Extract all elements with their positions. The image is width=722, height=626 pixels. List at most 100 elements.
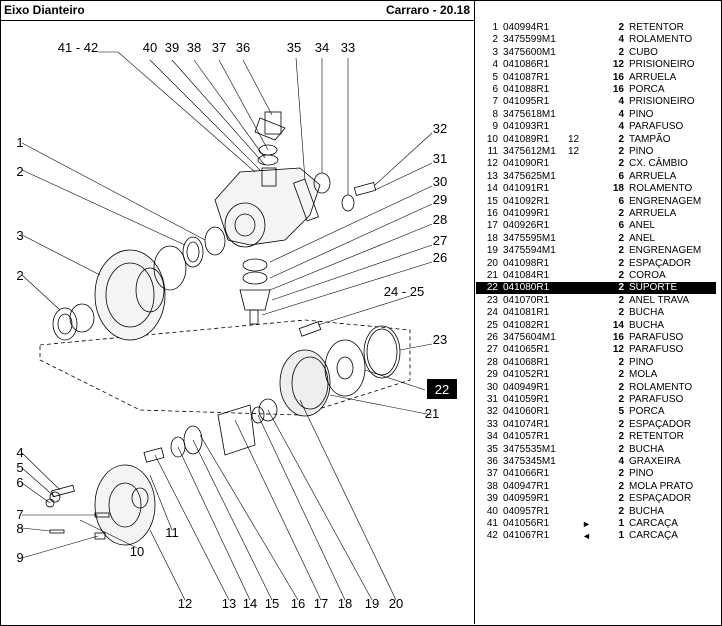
pin-8 [49,529,65,534]
part-desc: CARCAÇA [629,518,678,529]
callout-number: 2 [16,268,23,283]
part-index: 19 [486,245,498,257]
part-desc: ESPAÇADOR [629,418,692,430]
part-qty: 2 [618,493,624,505]
part-desc: RETENTOR [629,22,684,33]
callout-number: 39 [165,40,179,55]
part-qty: 2 [618,431,624,443]
header-bar: Eixo Dianteiro Carraro - 20.18 [0,0,474,21]
part-qty: 4 [618,108,624,120]
planet-carrier-part [94,464,156,546]
part-desc: MOLA PRATO [629,480,694,492]
part-code: 041098R1 [503,257,550,269]
part-qty: 18 [612,183,624,195]
bearing-30 [242,271,268,285]
part-code: 040957R1 [503,505,550,517]
part-index: 27 [486,344,498,356]
part-arrow-icon: ◄ [582,531,591,542]
exploded-view-diagram: 22 41 - 42403938373635343332313029282726… [16,40,457,611]
part-desc: PINO [629,108,654,120]
part-index: 18 [486,232,498,244]
part-qty: 1 [618,518,624,529]
part-index: 9 [492,121,498,133]
part-code: 3475594M1 [503,245,556,257]
part-row: 31 041059R1 2 PARAFUSO [476,394,716,406]
part-index: 1 [492,22,498,33]
part-code: 041059R1 [503,394,550,405]
part-qty: 2 [618,480,624,492]
part-index: 31 [486,394,498,405]
part-index: 24 [486,307,498,319]
part-qty: 2 [618,307,624,319]
part-qty: 2 [618,443,624,455]
assembly-dashed-frame [39,319,411,416]
part-code: 041066R1 [503,468,550,480]
model-label: Carraro - 20.18 [385,3,470,17]
part-qty: 2 [618,46,624,58]
callout-number: 26 [433,250,447,265]
part-code: 041067R1 [503,530,550,542]
part-qty: 14 [612,319,624,331]
callout-number: 27 [433,233,447,248]
part-qty: 2 [618,468,624,480]
part-desc: PARAFUSO [629,394,684,405]
part-code: 041090R1 [503,158,550,170]
part-desc: CARCAÇA [629,530,678,542]
part-index: 4 [492,59,498,71]
part-index: 10 [486,133,498,145]
callout-number: 16 [291,596,305,611]
callout-number: 15 [265,596,279,611]
part-index: 13 [486,170,498,182]
highlight-callout-label: 22 [435,382,449,397]
part-code: 041056R1 [503,518,550,529]
part-desc: BUCHA [629,443,665,455]
part-desc: ANEL [629,220,656,232]
part-desc: PINO [629,146,654,157]
part-code: 041086R1 [503,59,550,71]
part-index: 12 [486,158,498,170]
bearing-2b [52,307,78,341]
part-code: 041095R1 [503,96,550,108]
callout-number: 21 [425,406,439,421]
part-qty: 1 [618,530,624,542]
part-desc: TAMPÃO [629,133,671,145]
callout-number: 2 [16,164,23,179]
stud-4 [51,484,75,498]
callout-number: 14 [243,596,257,611]
part-qty: 5 [618,406,624,418]
part-desc: ARRUELA [629,170,677,182]
part-qty: 12 [612,344,624,356]
washer-5 [49,491,61,503]
part-qty: 2 [618,394,624,405]
bolt-31 [353,182,377,196]
part-qty: 6 [618,170,624,182]
callout-number: 18 [338,596,352,611]
callout-number: 12 [178,596,192,611]
part-index: 33 [486,418,498,430]
part-qty: 2 [618,381,624,393]
part-sub-qty: 12 [568,146,580,157]
callout-number: 31 [433,151,447,166]
part-index: 30 [486,381,498,393]
callout-number: 34 [315,40,329,55]
callout-number: 29 [433,192,447,207]
part-index: 25 [486,319,498,331]
part-index: 6 [492,84,498,95]
part-qty: 2 [618,208,624,219]
part-desc: BUCHA [629,505,665,517]
part-code: 040947R1 [503,480,550,492]
part-desc: PARAFUSO [629,344,684,356]
spring-29 [242,258,268,272]
callout-number: 32 [433,121,447,136]
ring-gear-small [153,245,187,291]
